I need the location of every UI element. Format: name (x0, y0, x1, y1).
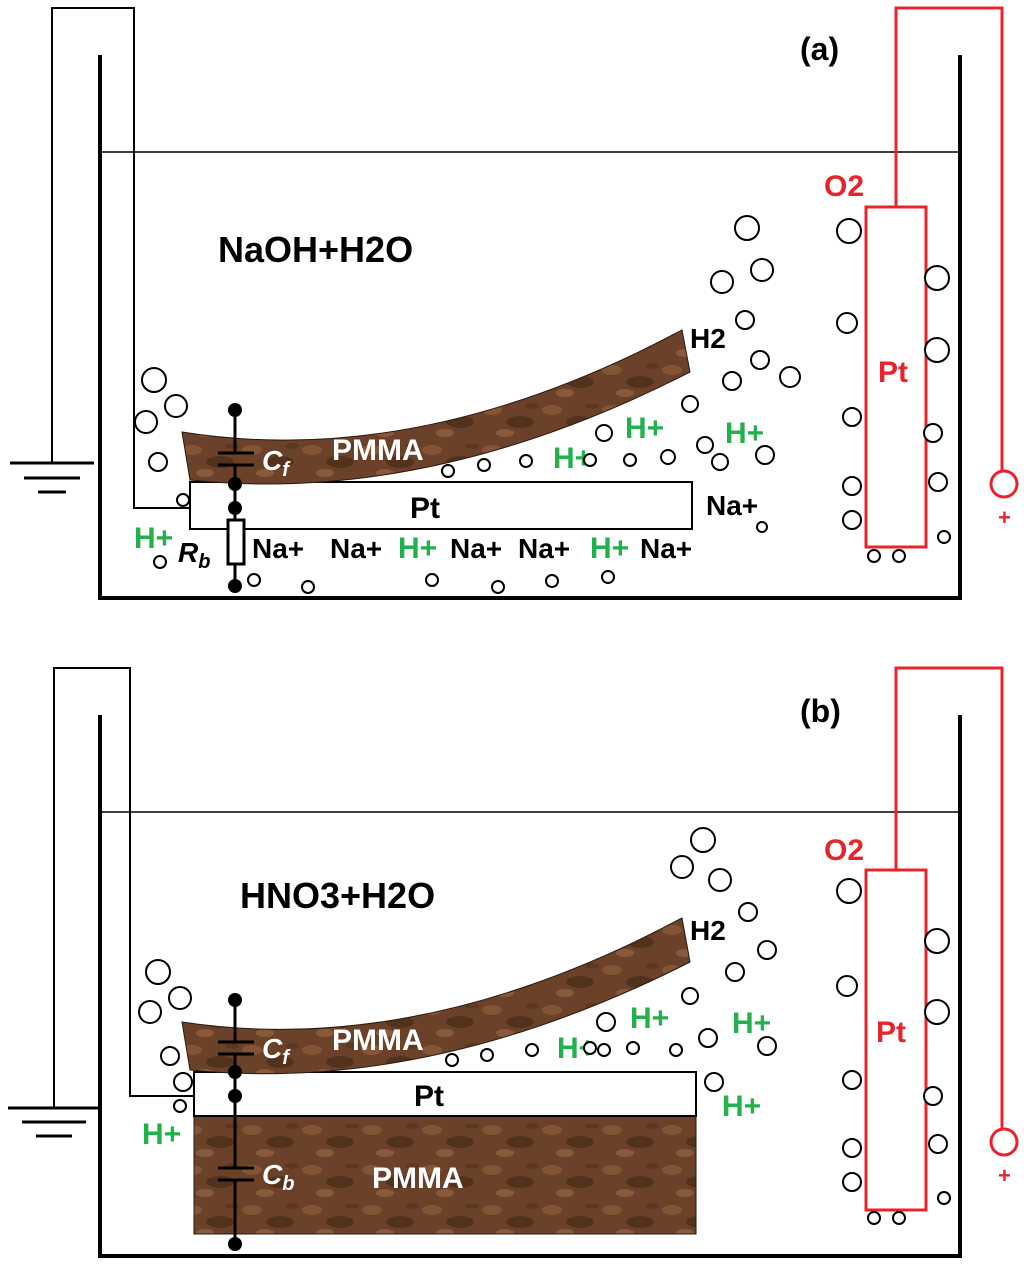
ion-bottom-5-a: Na+ (518, 533, 570, 564)
pmma-film-b (181, 917, 691, 1075)
ion-bottom-2-a: Na+ (330, 533, 382, 564)
ion-bottom-6-a: H+ (590, 532, 629, 565)
node-top-b (228, 993, 242, 1007)
ion-right-b: H+ (722, 1090, 761, 1123)
h2-label-a: H2 (690, 323, 726, 354)
node-bottom-a (228, 579, 242, 593)
anode-wire-a (894, 6, 1004, 470)
ion-top-2-a: H+ (625, 412, 664, 445)
node-mid2-a (228, 501, 242, 515)
pt-label-a: Pt (410, 492, 440, 525)
ion-top-2-b: H+ (630, 1002, 669, 1035)
panel-label-b: (b) (800, 693, 841, 729)
panel-b: + Pt O2 PMMA Pt PMMA H2 Cf Cb HNO3+H2 (8, 666, 1019, 1258)
node-top-a (228, 403, 242, 417)
cathode-wire-a (51, 7, 190, 509)
pt-cathode-b (193, 1071, 697, 1117)
solution-label-b: HNO3+H2O (240, 875, 435, 916)
node-mid1-b (228, 1065, 242, 1079)
pt-cathode-a (189, 481, 693, 530)
cathode-wire-b (53, 667, 196, 1108)
anode-terminal-a (989, 469, 1019, 499)
cf-label-b: Cf (262, 1033, 291, 1069)
solution-label-a: NaOH+H2O (218, 229, 413, 270)
h2-label-b: H2 (690, 915, 726, 946)
pmma-top-label-b: PMMA (332, 1024, 424, 1057)
anode-pt-a (864, 205, 928, 549)
ion-right-a: Na+ (706, 490, 758, 521)
ground-symbol-b (8, 1106, 100, 1138)
ground-symbol-a (10, 461, 94, 494)
pmma-film-a (181, 329, 691, 485)
anode-pt-label-b: Pt (876, 1016, 906, 1049)
ion-bottom-4-a: Na+ (450, 533, 502, 564)
ion-bottom-1-a: Na+ (252, 533, 304, 564)
pt-label-b: Pt (414, 1080, 444, 1113)
anode-pt-b (864, 868, 928, 1212)
beaker-b (98, 715, 962, 1258)
plus-sign-a: + (998, 505, 1011, 530)
node-mid2-b (228, 1089, 242, 1103)
rb-label-a: Rb (178, 537, 210, 573)
pmma-block-b (193, 1115, 697, 1235)
pmma-bottom-label-b: PMMA (372, 1162, 464, 1195)
ion-left-a: H+ (134, 522, 173, 555)
bubbles-b (138, 827, 951, 1225)
ion-left-b: H+ (142, 1118, 181, 1151)
o2-label-b: O2 (824, 834, 864, 867)
ion-bottom-7-a: Na+ (640, 533, 692, 564)
ion-top-3-a: H+ (725, 417, 764, 450)
plus-sign-b: + (998, 1163, 1011, 1188)
beaker-a (98, 55, 962, 600)
ion-bottom-3-a: H+ (398, 532, 437, 565)
cb-label-b: Cb (262, 1159, 294, 1195)
node-mid1-a (228, 477, 242, 491)
anode-terminal-b (989, 1127, 1019, 1157)
panel-a: + Pt O2 Pt PMMA H2 Cf Rb NaOH+H2O H+ H+ … (10, 6, 1019, 600)
o2-label-a: O2 (824, 170, 864, 203)
anode-wire-b (894, 666, 1004, 1130)
circuit-a (218, 410, 254, 586)
ion-top-3-b: H+ (732, 1007, 771, 1040)
pmma-label-a: PMMA (332, 434, 424, 467)
cf-label-a: Cf (262, 445, 291, 481)
anode-pt-label-a: Pt (878, 356, 908, 389)
node-bottom-b (228, 1237, 242, 1251)
panel-label-a: (a) (800, 31, 839, 67)
bubbles-a (134, 215, 951, 594)
